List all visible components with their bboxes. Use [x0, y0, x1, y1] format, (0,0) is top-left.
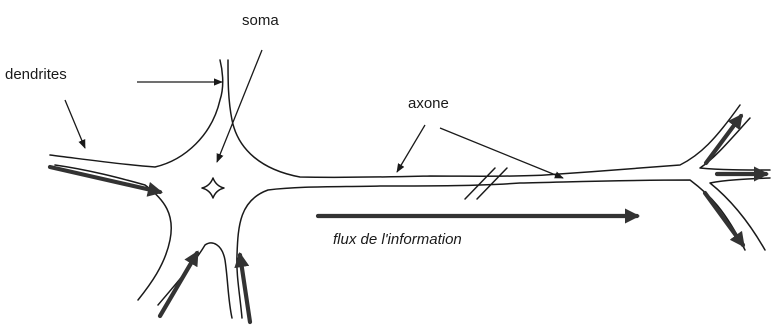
dendrites-pointer-left [65, 100, 85, 148]
axone-pointer-right [440, 128, 563, 178]
soma-label: soma [242, 12, 279, 29]
flow-arrow-terminal-up [706, 116, 741, 163]
labels: soma dendrites axone flux de l'informati… [5, 12, 462, 248]
flow-arrow-terminal-down [705, 193, 743, 245]
label-pointers [65, 50, 563, 178]
neuron-upper-contour [50, 60, 770, 177]
axone-label: axone [408, 95, 449, 112]
flux-label: flux de l'information [333, 231, 462, 248]
axone-pointer-left [397, 125, 425, 172]
flow-arrow-dendrite-left [50, 167, 160, 192]
axon-break-mark-1 [465, 168, 495, 199]
dendrites-label: dendrites [5, 66, 67, 83]
soma-nucleus [202, 178, 224, 198]
information-flow-arrows [50, 116, 766, 322]
flow-arrow-dendrite-bottom-left [160, 253, 197, 316]
soma-pointer [217, 50, 262, 162]
